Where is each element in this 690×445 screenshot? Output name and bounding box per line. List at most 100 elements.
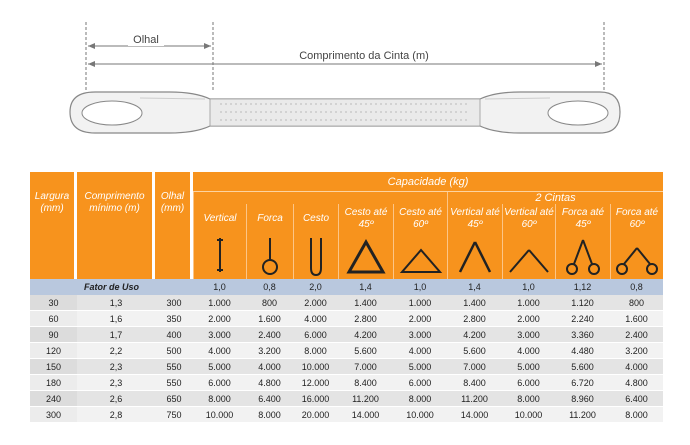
cell-capacity: 7.000 <box>447 359 502 375</box>
cell-capacity: 11.200 <box>447 391 502 407</box>
cell-capacity: 8.000 <box>610 407 663 423</box>
cell-capacity: 5.600 <box>338 343 393 359</box>
cell-olhal: 400 <box>155 327 193 343</box>
cell-capacity: 2.000 <box>502 311 555 327</box>
cell-capacity: 2.000 <box>193 311 246 327</box>
cell-capacity: 5.000 <box>393 359 447 375</box>
cell-comp: 2,8 <box>77 407 155 423</box>
cell-capacity: 1.120 <box>555 295 610 311</box>
cell-comp: 2,6 <box>77 391 155 407</box>
cell-capacity: 8.960 <box>555 391 610 407</box>
header-vertical: Vertical <box>193 204 246 234</box>
sling-illustration <box>69 91 621 134</box>
cell-capacity: 1.600 <box>246 311 293 327</box>
cell-capacity: 6.000 <box>393 375 447 391</box>
two-leg-60-icon <box>502 234 555 279</box>
cell-capacity: 8.000 <box>193 391 246 407</box>
cell-comp: 1,6 <box>77 311 155 327</box>
cell-capacity: 3.360 <box>555 327 610 343</box>
cell-largura: 180 <box>30 375 77 391</box>
fator-value: 1,4 <box>447 279 502 295</box>
cell-capacity: 2.800 <box>447 311 502 327</box>
cell-capacity: 8.000 <box>246 407 293 423</box>
capacity-table: Largura (mm) Comprimento mínimo (m) Olha… <box>30 172 663 423</box>
cell-capacity: 16.000 <box>293 391 338 407</box>
cell-olhal: 550 <box>155 375 193 391</box>
cell-capacity: 11.200 <box>338 391 393 407</box>
cell-capacity: 6.400 <box>246 391 293 407</box>
cell-capacity: 8.400 <box>338 375 393 391</box>
header-largura: Largura (mm) <box>30 172 77 234</box>
cell-capacity: 10.000 <box>393 407 447 423</box>
cell-largura: 300 <box>30 407 77 423</box>
cell-capacity: 8.000 <box>293 343 338 359</box>
cell-capacity: 6.720 <box>555 375 610 391</box>
header-duas-cintas: 2 Cintas <box>447 192 663 204</box>
header-vertical45: Vertical até 45º <box>447 204 502 234</box>
cell-olhal: 500 <box>155 343 193 359</box>
cell-capacity: 4.000 <box>293 311 338 327</box>
header-forca45: Forca até 45º <box>555 204 610 234</box>
cell-capacity: 10.000 <box>502 407 555 423</box>
cell-capacity: 1.000 <box>393 295 447 311</box>
cell-largura: 90 <box>30 327 77 343</box>
header-cesto60: Cesto até 60º <box>393 204 447 234</box>
cell-capacity: 3.200 <box>246 343 293 359</box>
basket-icon <box>293 234 338 279</box>
cell-largura: 150 <box>30 359 77 375</box>
cell-capacity: 8.000 <box>502 391 555 407</box>
cell-capacity: 2.000 <box>293 295 338 311</box>
cell-capacity: 2.000 <box>393 311 447 327</box>
header-cesto: Cesto <box>293 204 338 234</box>
cell-capacity: 10.000 <box>193 407 246 423</box>
cell-capacity: 1.000 <box>193 295 246 311</box>
cell-capacity: 4.000 <box>393 343 447 359</box>
cell-comp: 2,3 <box>77 375 155 391</box>
fator-value: 1,4 <box>338 279 393 295</box>
cell-capacity: 4.000 <box>193 343 246 359</box>
sling-diagram: Olhal Comprimento da Cinta (m) <box>69 22 621 134</box>
cell-capacity: 2.800 <box>338 311 393 327</box>
cell-largura: 60 <box>30 311 77 327</box>
cell-capacity: 8.000 <box>393 391 447 407</box>
cell-olhal: 750 <box>155 407 193 423</box>
cell-capacity: 14.000 <box>447 407 502 423</box>
cell-capacity: 4.200 <box>338 327 393 343</box>
cell-capacity: 800 <box>610 295 663 311</box>
cell-capacity: 2.400 <box>610 327 663 343</box>
cell-capacity: 2.400 <box>246 327 293 343</box>
cell-capacity: 1.600 <box>610 311 663 327</box>
cell-olhal: 650 <box>155 391 193 407</box>
cell-capacity: 8.400 <box>447 375 502 391</box>
two-choke-60-icon <box>610 234 663 279</box>
length-label: Comprimento da Cinta (m) <box>299 50 429 62</box>
cell-largura: 30 <box>30 295 77 311</box>
basket-triangle-45-icon <box>338 234 393 279</box>
cell-olhal: 550 <box>155 359 193 375</box>
fator-value: 1,12 <box>555 279 610 295</box>
cell-capacity: 800 <box>246 295 293 311</box>
cell-capacity: 3.200 <box>610 343 663 359</box>
cell-olhal: 300 <box>155 295 193 311</box>
cell-capacity: 1.000 <box>502 295 555 311</box>
cell-capacity: 14.000 <box>338 407 393 423</box>
cell-comp: 1,3 <box>77 295 155 311</box>
header-cesto45: Cesto até 45º <box>338 204 393 234</box>
header-comprimento: Comprimento mínimo (m) <box>77 172 155 234</box>
cell-capacity: 7.000 <box>338 359 393 375</box>
cell-capacity: 3.000 <box>393 327 447 343</box>
cell-capacity: 4.800 <box>246 375 293 391</box>
cell-comp: 2,2 <box>77 343 155 359</box>
vertical-hook-icon <box>193 234 246 279</box>
cell-capacity: 1.400 <box>338 295 393 311</box>
two-leg-45-icon <box>447 234 502 279</box>
fator-value: 1,0 <box>393 279 447 295</box>
cell-capacity: 6.000 <box>193 375 246 391</box>
cell-capacity: 6.400 <box>610 391 663 407</box>
cell-capacity: 10.000 <box>293 359 338 375</box>
